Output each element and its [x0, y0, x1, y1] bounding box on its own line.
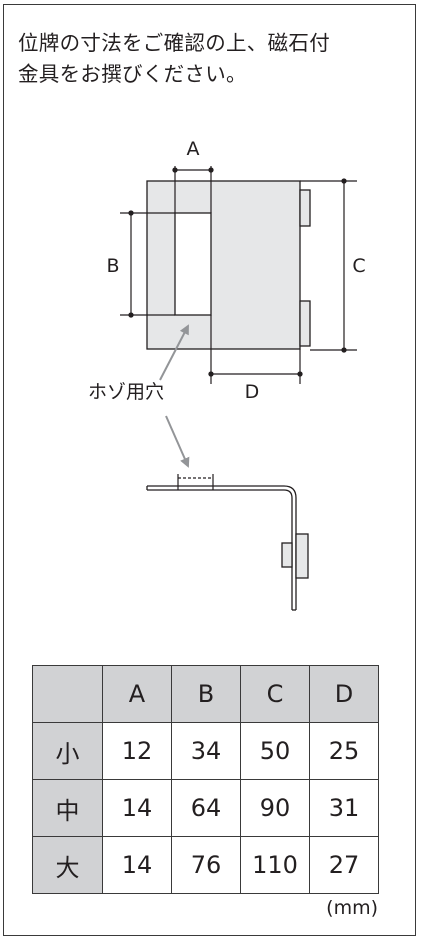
label-a: A	[187, 138, 200, 160]
row-header-medium: 中	[32, 779, 103, 837]
col-header-c: C	[240, 665, 310, 723]
dimension-table: A B C D 小 12 34 50 25 中 14 64 90 31 大 14…	[32, 665, 379, 894]
label-d: D	[245, 381, 260, 403]
mortise-label: ホゾ用穴	[88, 381, 164, 403]
mortise-hole	[174, 212, 212, 316]
panel-frame	[3, 4, 416, 936]
bracket-diagram: A B C D ホゾ用穴	[88, 138, 366, 611]
mortise-arrow-upper	[159, 324, 189, 381]
dimension-b	[120, 210, 175, 318]
mortise-arrow-lower	[165, 415, 190, 468]
bracket-plate-front	[146, 180, 301, 350]
side-magnet-outer	[295, 533, 309, 579]
label-b: B	[106, 255, 119, 277]
label-c: C	[352, 255, 365, 277]
intro-line-1: 位牌の寸法をご確認の上、磁石付	[18, 31, 330, 55]
bracket-side-view	[146, 485, 297, 611]
side-magnet-inner	[281, 542, 293, 568]
table-row: 小 12 34 50 25	[32, 722, 379, 780]
table-cell: 34	[171, 722, 241, 780]
col-header-b: B	[171, 665, 241, 723]
table-cell: 76	[171, 836, 241, 894]
table-cell: 14	[102, 779, 172, 837]
table-header-row: A B C D	[32, 665, 379, 723]
col-header-a: A	[102, 665, 172, 723]
magnet-top	[299, 189, 311, 227]
table-cell: 50	[240, 722, 310, 780]
col-header-d: D	[309, 665, 379, 723]
table-row: 大 14 76 110 27	[32, 836, 379, 894]
dimension-a	[172, 166, 214, 213]
table-cell: 12	[102, 722, 172, 780]
table-corner	[32, 665, 103, 723]
dimension-c	[300, 178, 357, 353]
table-cell: 14	[102, 836, 172, 894]
intro-text: 位牌の寸法をご確認の上、磁石付 金具をお撰びください。	[18, 28, 408, 90]
magnet-bottom	[299, 300, 311, 347]
intro-line-2: 金具をお撰びください。	[18, 62, 247, 86]
table-cell: 31	[309, 779, 379, 837]
table-cell: 110	[240, 836, 310, 894]
dimension-d	[208, 315, 303, 384]
table-cell: 25	[309, 722, 379, 780]
table-cell: 90	[240, 779, 310, 837]
table-cell: 27	[309, 836, 379, 894]
side-hole-dimension	[177, 474, 214, 490]
table-cell: 64	[171, 779, 241, 837]
table-row: 中 14 64 90 31	[32, 779, 379, 837]
row-header-small: 小	[32, 722, 103, 780]
row-header-large: 大	[32, 836, 103, 894]
unit-label: (mm)	[326, 897, 378, 919]
